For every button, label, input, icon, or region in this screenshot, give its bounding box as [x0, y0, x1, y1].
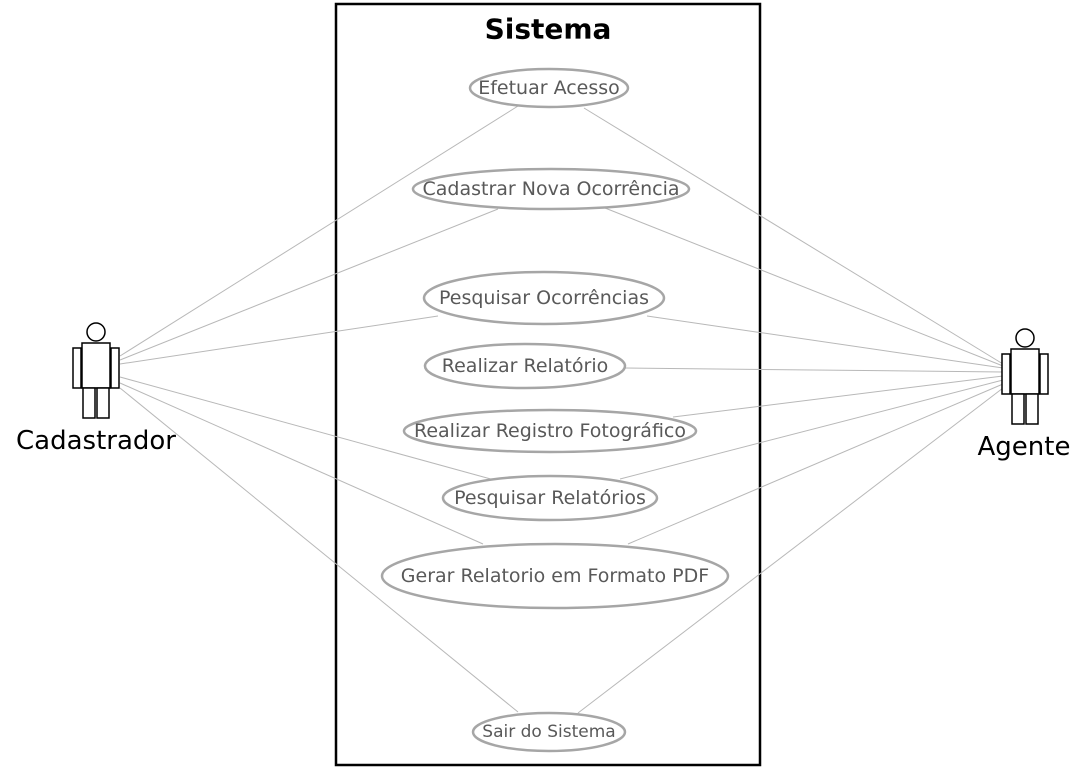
actor-label: Cadastrador: [16, 426, 176, 456]
use-case-ellipse: [411, 167, 691, 211]
use-case-gerar-relatorio-pdf: Gerar Relatorio em Formato PDF: [380, 542, 730, 610]
association-agente-sair-do-sistema: [577, 387, 1004, 714]
use-case-ellipse: [380, 542, 730, 610]
association-agente-pesquisar-ocorrencias: [646, 315, 1004, 369]
association-agente-efetuar-acesso: [583, 107, 1004, 365]
use-case-label: Cadastrar Nova Ocorrência: [422, 178, 679, 200]
use-case-label: Realizar Registro Fotográfico: [414, 420, 686, 442]
actor-cadastrador: Cadastrador: [16, 322, 176, 456]
association-agente-gerar-relatorio-pdf: [627, 383, 1004, 545]
use-case-label: Pesquisar Ocorrências: [439, 287, 649, 309]
use-case-ellipse: [468, 67, 630, 109]
association-agente-cadastrar-nova-ocorrencia: [604, 207, 1004, 367]
use-case-label: Pesquisar Relatórios: [454, 487, 646, 509]
actor-label: Agente: [978, 432, 1071, 462]
use-case-ellipse: [402, 408, 698, 454]
use-case-ellipse: [441, 474, 659, 522]
use-case-label: Efetuar Acesso: [478, 77, 620, 99]
association-cadastrador-efetuar-acesso: [119, 105, 519, 357]
actor-icon: [72, 322, 120, 419]
use-case-pesquisar-ocorrencias: Pesquisar Ocorrências: [422, 270, 666, 326]
association-cadastrador-pesquisar-relatorios: [119, 376, 499, 482]
system-title: Sistema: [485, 13, 612, 46]
association-agente-realizar-relatorio: [624, 367, 1004, 373]
actor-agente: Agente: [978, 328, 1071, 462]
use-case-label: Gerar Relatorio em Formato PDF: [401, 565, 709, 587]
use-case-ellipse: [422, 270, 666, 326]
use-case-efetuar-acesso: Efetuar Acesso: [468, 67, 630, 109]
associations: [119, 105, 1004, 714]
use-case-ellipse: [423, 342, 627, 390]
use-case-label: Realizar Relatório: [442, 355, 608, 377]
use-case-pesquisar-relatorios: Pesquisar Relatórios: [441, 474, 659, 522]
association-cadastrador-cadastrar-nova-ocorrencia: [119, 208, 499, 361]
use-case-ellipse: [471, 711, 627, 753]
association-cadastrador-pesquisar-ocorrencias: [119, 315, 439, 365]
use-case-cadastrar-nova-ocorrencia: Cadastrar Nova Ocorrência: [411, 167, 691, 211]
use-case-label: Sair do Sistema: [482, 722, 615, 742]
association-cadastrador-sair-do-sistema: [119, 387, 519, 713]
association-agente-realizar-registro-fotografico: [672, 375, 1004, 418]
association-cadastrador-gerar-relatorio-pdf: [119, 382, 484, 545]
use-case-realizar-registro-fotografico: Realizar Registro Fotográfico: [402, 408, 698, 454]
use-case-sair-do-sistema: Sair do Sistema: [471, 711, 627, 753]
actor-icon: [1001, 328, 1049, 425]
use-case-realizar-relatorio: Realizar Relatório: [423, 342, 627, 390]
association-agente-pesquisar-relatorios: [619, 379, 1004, 480]
